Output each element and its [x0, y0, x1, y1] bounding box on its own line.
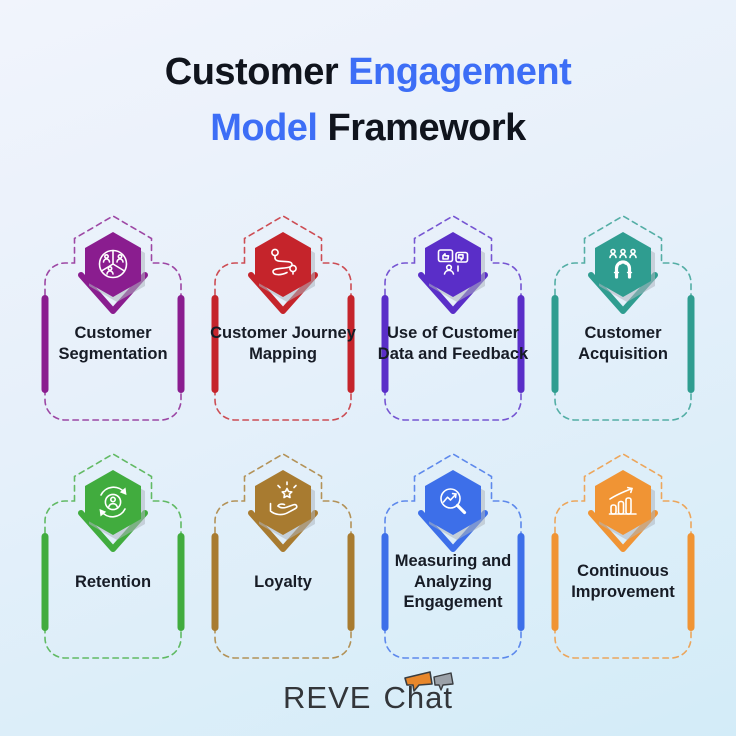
- page-title: Customer Engagement Model Framework: [0, 44, 736, 156]
- growth-chart-icon: [608, 486, 637, 515]
- card-customer-segmentation: Customer Segmentation: [33, 209, 193, 421]
- card-customer-acquisition: Customer Acquisition: [543, 209, 703, 421]
- card-continuous-improvement: Continuous Improvement: [543, 447, 703, 659]
- magnifier-trend-icon: [440, 488, 467, 515]
- card-frame: [381, 453, 525, 659]
- card-frame: [211, 215, 355, 421]
- card-label: Retention: [74, 572, 152, 591]
- card-retention: Retention: [33, 447, 193, 659]
- segmentation-icon: [98, 249, 128, 279]
- feedback-screens-icon: [437, 249, 469, 275]
- card-frame: [41, 453, 185, 659]
- card-label: Customer Journey Mapping: [210, 324, 356, 363]
- brand-logo: REVE Chat: [283, 671, 455, 716]
- card-label: Customer Acquisition: [578, 324, 668, 363]
- card-label: Measuring and Analyzing Engagement: [394, 552, 512, 612]
- card-label: Use of Customer Data and Feedback: [377, 324, 529, 363]
- magnet-people-icon: [609, 248, 637, 279]
- retention-cycle-icon: [99, 486, 127, 518]
- card-frame: [551, 453, 695, 659]
- card-label: Loyalty: [254, 572, 312, 591]
- card-frame: [211, 453, 355, 659]
- card-measuring-analyzing-engagement: Measuring and Analyzing Engagement: [373, 447, 533, 659]
- card-label: Continuous Improvement: [571, 562, 675, 601]
- chat-bubbles-icon: [404, 671, 455, 692]
- card-loyalty: Loyalty: [203, 447, 363, 659]
- card-customer-data-feedback: Use of Customer Data and Feedback: [373, 209, 533, 421]
- card-customer-journey-mapping: Customer Journey Mapping: [203, 209, 363, 421]
- brand-word-reve: REVE: [283, 680, 372, 715]
- card-label: Customer Segmentation: [58, 324, 168, 363]
- brand-footer: REVE Chat: [0, 671, 736, 716]
- brand-word-chat: Chat: [383, 671, 455, 716]
- card-frame: [551, 215, 695, 421]
- journey-route-icon: [271, 248, 297, 276]
- card-frame: [381, 215, 525, 421]
- hand-star-icon: [269, 481, 298, 516]
- card-frame: [41, 215, 185, 421]
- title-line-2: Model Framework: [210, 107, 526, 149]
- title-line-1: Customer Engagement: [164, 51, 572, 93]
